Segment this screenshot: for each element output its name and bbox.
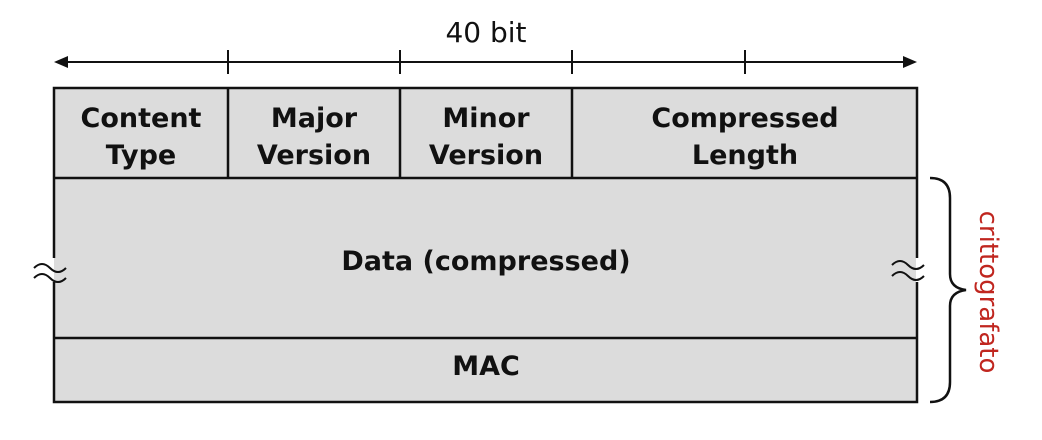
brace-icon: [929, 176, 967, 404]
header-field-compressed-length: Compressed Length: [651, 103, 838, 171]
field-label: Version: [429, 140, 543, 171]
field-label: Length: [692, 140, 798, 171]
break-mark-right: [891, 258, 928, 282]
width-label: 40 bit: [445, 16, 526, 49]
field-label: Compressed: [651, 103, 838, 134]
encrypted-label: crittografato: [973, 211, 1003, 374]
field-label: Version: [257, 140, 371, 171]
header-field-content-type: Content Type: [81, 103, 202, 171]
width-arrow: [54, 50, 917, 74]
field-label: Major: [271, 103, 358, 134]
field-label: Content: [81, 103, 202, 134]
record-box: [52, 86, 919, 404]
break-mark-left: [33, 258, 67, 283]
field-label: Minor: [442, 103, 530, 134]
mac-field-label: MAC: [452, 351, 520, 382]
data-field-label: Data (compressed): [341, 246, 630, 277]
header-field-minor-version: Minor Version: [429, 103, 543, 171]
header-field-major-version: Major Version: [257, 103, 371, 171]
field-label: Type: [106, 140, 176, 171]
